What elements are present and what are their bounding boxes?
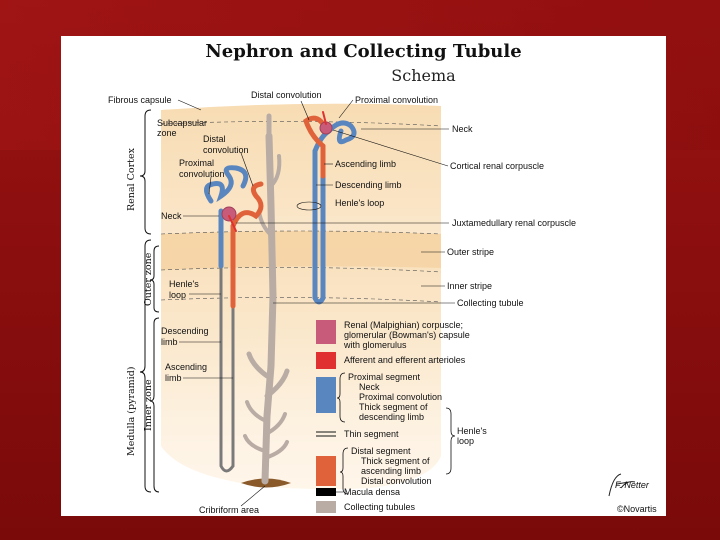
- legend-thick-desc-1: Thick segment of: [359, 402, 428, 412]
- legend-corpuscle-2: glomerular (Bowman's) capsule: [344, 330, 470, 340]
- artist-signature: F. Netter ©Novartis: [608, 473, 657, 514]
- inner-zone-label: Inner zone: [143, 379, 154, 431]
- legend-prox-neck: Neck: [359, 382, 380, 392]
- outer-stripe-band: [161, 231, 441, 270]
- legend-proximal-segment: Proximal segment: [348, 372, 421, 382]
- legend-distal-segment: Distal segment: [351, 446, 411, 456]
- right-labels: Distal convolution Proximal convolution …: [236, 90, 576, 308]
- top-distal-convolution-label: Distal convolution: [251, 90, 322, 100]
- signature-text: F. Netter: [615, 480, 650, 490]
- top-proximal-convolution-label: Proximal convolution: [355, 95, 438, 105]
- juxtamedullary-renal-corpuscle-label: Juxtamedullary renal corpuscle: [452, 218, 576, 228]
- legend-thick-asc-2: ascending limb: [361, 466, 421, 476]
- juxtamedullary-nephron: [204, 165, 264, 473]
- figure-panel: Renal Cortex Medulla (pyramid) Outer zon…: [61, 36, 666, 516]
- left-ascending-limb-label-1: Ascending: [165, 362, 207, 372]
- legend-swatch-corpuscle: [316, 320, 336, 344]
- left-ascending-limb-label-2: limb: [165, 373, 182, 383]
- left-distal-convolution-label-1: Distal: [203, 134, 226, 144]
- medulla-label: Medulla (pyramid): [126, 366, 137, 456]
- legend-swatch-distal: [316, 456, 336, 486]
- legend-swatch-collecting: [316, 501, 336, 513]
- left-labels: Fibrous capsule Subcapsular zone Distal …: [108, 95, 266, 515]
- subcapsular-zone-label-1: Subcapsular: [157, 118, 207, 128]
- legend-henles-loop-2: loop: [457, 436, 474, 446]
- page-subtitle: Schema: [391, 66, 456, 85]
- legend-corpuscle-1: Renal (Malpighian) corpuscle;: [344, 320, 463, 330]
- legend-henles-loop-1: Henle's: [457, 426, 487, 436]
- outer-zone-label: Outer zone: [143, 252, 154, 306]
- legend-prox-convolution: Proximal convolution: [359, 392, 442, 402]
- cortical-renal-corpuscle-label: Cortical renal corpuscle: [450, 161, 544, 171]
- legend-corpuscle-3: with glomerulus: [343, 340, 407, 350]
- legend: Renal (Malpighian) corpuscle; glomerular…: [316, 320, 487, 513]
- legend-swatch-arterioles: [316, 352, 336, 369]
- legend-arterioles: Afferent and efferent arterioles: [344, 355, 466, 365]
- legend-collecting-tubules: Collecting tubules: [344, 502, 416, 512]
- legend-swatch-proximal: [316, 377, 336, 413]
- left-proximal-convolution-label-1: Proximal: [179, 158, 214, 168]
- legend-distal-convolution: Distal convolution: [361, 476, 432, 486]
- fibrous-capsule-label: Fibrous capsule: [108, 95, 172, 105]
- legend-swatch-macula-densa: [316, 488, 336, 496]
- right-ascending-limb-label: Ascending limb: [335, 159, 396, 169]
- nephron-diagram: Renal Cortex Medulla (pyramid) Outer zon…: [108, 90, 657, 515]
- left-descending-limb-label-1: Descending: [161, 326, 209, 336]
- legend-thick-desc-2: descending limb: [359, 412, 424, 422]
- left-henles-loop-label-2: loop: [169, 290, 186, 300]
- right-neck-label: Neck: [452, 124, 473, 134]
- left-distal-convolution-label-2: convolution: [203, 145, 249, 155]
- legend-thin-segment: Thin segment: [344, 429, 399, 439]
- left-proximal-convolution-label-2: convolution: [179, 169, 225, 179]
- legend-macula-densa: Macula densa: [344, 487, 400, 497]
- zone-boundaries: [160, 121, 442, 303]
- cribriform-area-label: Cribriform area: [199, 505, 259, 515]
- cortex-band: [161, 103, 441, 234]
- inner-stripe-label: Inner stripe: [447, 281, 492, 291]
- collecting-tubule-label: Collecting tubule: [457, 298, 524, 308]
- left-neck-label: Neck: [161, 211, 182, 221]
- legend-thick-asc-1: Thick segment of: [361, 456, 430, 466]
- left-henles-loop-label-1: Henle's: [169, 279, 199, 289]
- page-title: Nephron and Collecting Tubule: [205, 41, 522, 62]
- copyright-text: ©Novartis: [617, 504, 657, 514]
- renal-cortex-label: Renal Cortex: [126, 147, 137, 211]
- cortical-nephron: [303, 111, 357, 305]
- outer-stripe-label: Outer stripe: [447, 247, 494, 257]
- subcapsular-zone-label-2: zone: [157, 128, 177, 138]
- right-henles-loop-label: Henle's loop: [335, 198, 384, 208]
- zone-brackets: [139, 109, 160, 493]
- right-descending-limb-label: Descending limb: [335, 180, 402, 190]
- left-descending-limb-label-2: limb: [161, 337, 178, 347]
